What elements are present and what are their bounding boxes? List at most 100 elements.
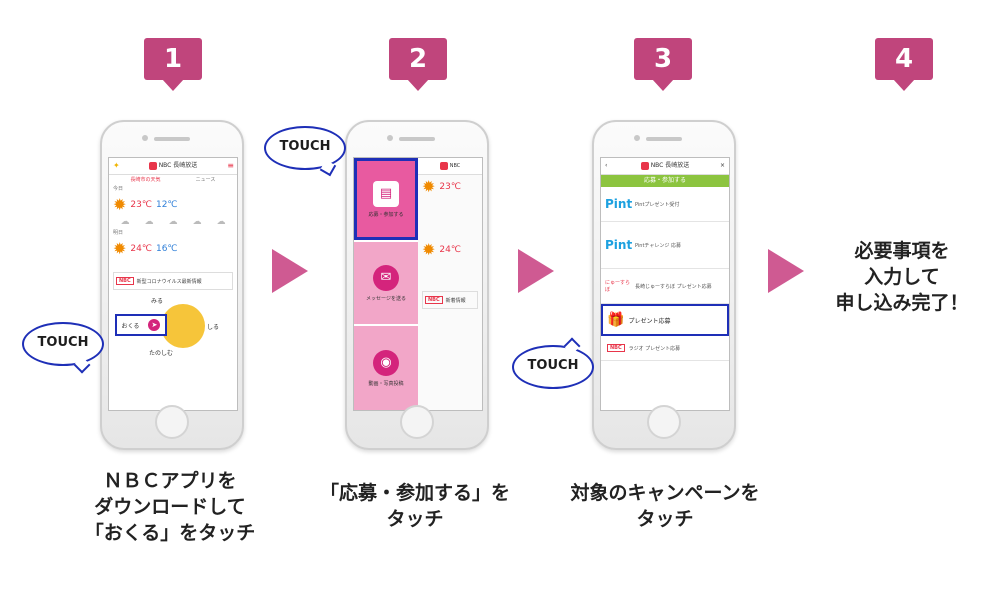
weather-panel: 長崎市の天気ニュース 今日 ✹ 23℃ 12℃ ☁☁☁☁☁ 明日 ✹ 24℃ 1… — [109, 175, 237, 260]
campaign-title: ラジオ プレゼント応募 — [628, 345, 681, 352]
menu-tanoshimu[interactable]: たのしむ — [149, 350, 174, 357]
circle-menu: みる しる たのしむ おくる ➤ — [109, 292, 237, 362]
caption-line: 「応募・参加する」を — [319, 482, 510, 504]
okuru-button[interactable]: おくる ➤ — [115, 314, 167, 336]
step-badge-1: 1 — [144, 38, 202, 91]
phone-step-2: ▤ 応募・参加する ✉ メッセージを送る ◉ 動画・写真投稿 NBC ✹23℃ … — [345, 120, 489, 450]
close-icon[interactable]: × — [719, 162, 725, 169]
mail-icon: ✉ — [373, 264, 399, 291]
menu-shiru[interactable]: しる — [207, 324, 220, 331]
arrow-icon — [272, 249, 308, 293]
app-screen-home: ✦ NBC 長崎放送 ≡ 長崎市の天気 ニュース 今日 ✹ 23℃ 12℃ ☁ ☁ ☁… — [108, 157, 238, 411]
menu-miru[interactable]: みる — [151, 298, 164, 305]
step-caption-2: 「応募・参加する」を タッチ — [310, 480, 520, 532]
news-banner[interactable]: NBC 新型コロナウイルス最新情報 — [113, 272, 233, 290]
cloud-icon: ☁ — [192, 217, 202, 227]
campaign-title: プレゼント応募 — [628, 317, 671, 325]
menu-apply[interactable]: ▤ 応募・参加する — [354, 158, 418, 240]
campaign-item[interactable]: にゅーすらぼ長崎じゅーすらぼ プレゼント応募 — [601, 269, 729, 304]
menu-apply-label: 応募・参加する — [368, 211, 404, 218]
today-low-temp: 12℃ — [155, 199, 178, 210]
app-header: ‹ NBC 長崎放送 × — [601, 158, 729, 175]
pint-logo: Pint — [605, 197, 633, 211]
caption-line: ＮＢＣアプリを — [103, 470, 237, 492]
arrow-icon — [518, 249, 554, 293]
caption-line: 申し込み完了！ — [835, 292, 969, 314]
section-header: 応募・参加する — [601, 175, 729, 187]
menu-message-label: メッセージを送る — [366, 295, 406, 302]
home-button — [647, 405, 681, 439]
caption-line: タッチ — [386, 508, 444, 530]
campaign-title: 長崎じゅーすらぼ プレゼント応募 — [635, 283, 712, 290]
nbc-logo-icon — [439, 161, 448, 170]
today-high-temp: 23℃ — [439, 181, 461, 192]
caption-line: ダウンロードして — [94, 496, 246, 518]
caption-line: 「おくる」をタッチ — [84, 522, 256, 544]
camera-dot — [387, 135, 393, 141]
nbc-logo-icon — [640, 161, 649, 170]
app-header: NBC — [418, 158, 482, 175]
hamburger-menu-icon[interactable]: ≡ — [227, 161, 234, 170]
today-high-temp: 23℃ — [130, 199, 152, 210]
step-badge-2: 2 — [389, 38, 447, 91]
campaign-title: Pintチャレンジ 応募 — [635, 242, 681, 249]
today-label: 今日 — [113, 186, 124, 192]
hub-circle — [161, 304, 205, 348]
menu-message[interactable]: ✉ メッセージを送る — [354, 242, 418, 324]
nbc-badge-icon: NBC — [607, 344, 625, 352]
juicelab-logo: にゅーすらぼ — [605, 280, 631, 293]
step-caption-3: 対象のキャンペーンを タッチ — [555, 480, 775, 532]
speaker-slot — [399, 137, 435, 141]
camera-dot — [634, 135, 640, 141]
campaign-title: Pintプレゼント受付 — [635, 201, 680, 208]
nbc-logo-icon — [148, 161, 157, 170]
touch-bubble-2: TOUCH — [264, 126, 346, 170]
home-button — [400, 405, 434, 439]
arrow-icon — [768, 249, 804, 293]
speaker-slot — [154, 137, 190, 141]
sun-icon: ✹ — [113, 195, 127, 214]
back-icon[interactable]: ‹ — [605, 162, 608, 169]
tomorrow-high-temp: 24℃ — [439, 244, 461, 255]
pint-logo: Pint — [605, 238, 633, 252]
sun-icon: ✹ — [422, 177, 436, 196]
bird-icon: ✦ — [113, 161, 120, 170]
app-title: NBC 長崎放送 — [650, 162, 690, 169]
menu-photo-label: 動画・写真投稿 — [368, 380, 404, 387]
touch-bubble-1: TOUCH — [22, 322, 104, 366]
nbc-badge-icon: NBC — [425, 296, 443, 304]
nbc-badge-icon: NBC — [116, 277, 134, 285]
caption-line: 対象のキャンペーンを — [570, 482, 760, 504]
cloud-icon: ☁ — [168, 217, 178, 227]
phone-step-1: ✦ NBC 長崎放送 ≡ 長崎市の天気 ニュース 今日 ✹ 23℃ 12℃ ☁ ☁ ☁… — [100, 120, 244, 450]
banner-text: 新型コロナウイルス最新情報 — [136, 278, 202, 285]
caption-line: タッチ — [636, 508, 694, 530]
okuru-label: おくる — [121, 322, 140, 330]
touch-bubble-3: TOUCH — [512, 345, 594, 389]
document-icon: ▤ — [373, 180, 399, 207]
caption-line: 入力して — [864, 266, 940, 288]
caption-line: 必要事項を — [854, 240, 950, 262]
app-header: ✦ NBC 長崎放送 ≡ — [109, 158, 237, 175]
tomorrow-low-temp: 16℃ — [155, 243, 178, 254]
tomorrow-label: 明日 — [113, 230, 124, 236]
cloud-icon: ☁ — [144, 217, 154, 227]
cloud-icon: ☁ — [120, 217, 130, 227]
sun-icon: ✹ — [422, 240, 436, 259]
camera-icon: ◉ — [373, 349, 399, 376]
weather-title: 長崎市の天気 — [130, 177, 161, 183]
home-button — [155, 405, 189, 439]
campaign-item-present[interactable]: 🎁 プレゼント応募 — [601, 304, 729, 336]
tomorrow-high-temp: 24℃ — [130, 243, 152, 254]
step-caption-1: ＮＢＣアプリを ダウンロードして 「おくる」をタッチ — [70, 468, 270, 546]
gift-icon: 🎁 — [607, 312, 625, 328]
menu-photo[interactable]: ◉ 動画・写真投稿 — [354, 326, 418, 410]
news-label[interactable]: ニュース — [195, 177, 216, 183]
